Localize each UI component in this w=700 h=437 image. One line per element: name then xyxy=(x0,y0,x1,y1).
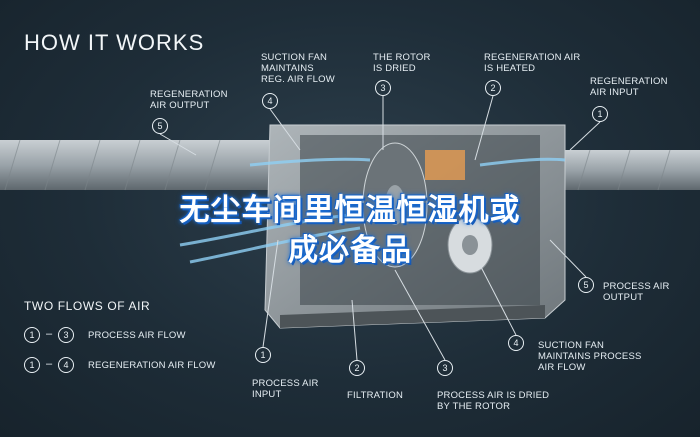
callout-rotor-dried: THE ROTOR IS DRIED xyxy=(373,52,431,74)
callout-process-air-output: PROCESS AIR OUTPUT xyxy=(603,281,670,303)
callout-filtration: FILTRATION xyxy=(347,390,404,401)
legend-from-badge: 1 xyxy=(24,357,40,373)
heater xyxy=(425,150,465,180)
legend-dash: – xyxy=(46,358,53,370)
callout-suction-fan-process: SUCTION FAN MAINTAINS PROCESS AIR FLOW xyxy=(538,340,642,373)
callout-regen-air-heated: REGENERATION AIR IS HEATED xyxy=(484,52,581,74)
callout-number-badge: 1 xyxy=(255,347,271,363)
page-title: HOW IT WORKS xyxy=(24,30,205,55)
overlay-headline-line2: 成必备品 xyxy=(288,233,412,268)
callout-number-badge: 5 xyxy=(152,118,168,134)
callout-regen-air-output: REGENERATION AIR OUTPUT xyxy=(150,89,228,111)
right-duct xyxy=(560,150,700,190)
callout-number-badge: 2 xyxy=(349,360,365,376)
legend-title: TWO FLOWS OF AIR xyxy=(24,299,151,313)
legend-label: REGENERATION AIR FLOW xyxy=(88,360,216,371)
legend-to-badge: 3 xyxy=(58,327,74,343)
callout-number-badge: 1 xyxy=(592,106,608,122)
callout-suction-fan-reg: SUCTION FAN MAINTAINS REG. AIR FLOW xyxy=(261,52,335,85)
legend-to-badge: 4 xyxy=(58,357,74,373)
callout-regen-air-input: REGENERATION AIR INPUT xyxy=(590,76,668,98)
callout-number-badge: 4 xyxy=(262,93,278,109)
left-duct xyxy=(0,140,270,190)
overlay-headline-line1: 无尘车间里恒温恒湿机或 xyxy=(179,193,521,228)
callout-process-air-input: PROCESS AIR INPUT xyxy=(252,378,319,400)
legend-dash: – xyxy=(46,328,53,340)
legend-from-badge: 1 xyxy=(24,327,40,343)
callout-process-air-dried: PROCESS AIR IS DRIED BY THE ROTOR xyxy=(437,390,550,412)
callout-number-badge: 3 xyxy=(437,360,453,376)
callout-number-badge: 3 xyxy=(375,80,391,96)
callout-number-badge: 2 xyxy=(485,80,501,96)
callout-number-badge: 4 xyxy=(508,335,524,351)
legend-label: PROCESS AIR FLOW xyxy=(88,330,186,341)
callout-number-badge: 5 xyxy=(578,277,594,293)
